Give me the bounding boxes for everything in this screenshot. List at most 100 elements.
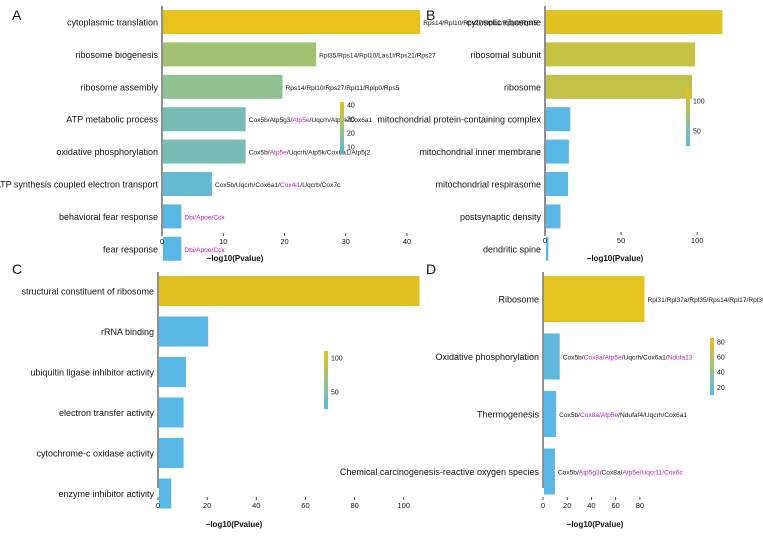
panel-a-bar (163, 42, 317, 67)
panel-a-x-tick-label: 10 (219, 237, 227, 246)
panel-a-category-label: behavioral fear response (59, 212, 158, 222)
panel-c-bar (159, 357, 187, 387)
panel-a-category-label: ATP metabolic process (66, 115, 158, 125)
panel-b-bar (546, 236, 549, 261)
panel-b-category-label: postsynaptic density (460, 212, 542, 222)
panel-c-category-label: cytochrome-c oxidase activity (36, 449, 154, 459)
panel-b-colorbar (686, 89, 690, 146)
panel-a-x-tick-label: 20 (280, 237, 288, 246)
panel-d-colorbar-tick: 60 (717, 355, 725, 362)
panel-d-bar (544, 276, 645, 322)
panel-a-category-label: ATP synthesis coupled electron transport (0, 180, 158, 190)
panel-c-category-label: structural constituent of ribosome (21, 287, 154, 297)
panel-d-category-label: Thermogenesis (477, 410, 540, 420)
panel-a-gene-label: Rpl35/Rps14/Rpl10/Las1l/Rps21/Rps27 (319, 52, 436, 59)
panel-a-colorbar-tick: 20 (347, 130, 355, 137)
panel-b-category-label: mitochondrial respirasome (435, 180, 541, 190)
panel-a-colorbar-tick: 30 (347, 116, 355, 123)
panel-c-category-label: enzyme inhibitor activity (58, 489, 154, 499)
panel-a-gene-label: Rps14/Rpl10/Rps27/Rpl11/Rplp0/Rps5 (423, 20, 537, 27)
panel-b-bar (546, 74, 693, 99)
panel-d-x-tick-label: 80 (636, 501, 644, 510)
panel-b-bar (546, 204, 561, 229)
panel-a-category-label: ribosome assembly (80, 82, 158, 92)
panel-d-colorbar-tick: 40 (717, 370, 725, 377)
panel-b-x-axis-label: −log10(Pvalue) (587, 254, 644, 263)
panel-d-x-tick-label: 60 (611, 501, 619, 510)
panel-b-x-tick-label: 100 (691, 236, 704, 245)
panel-c-x-tick-label: 40 (252, 501, 260, 510)
panel-b-colorbar-tick: 100 (693, 99, 705, 106)
panel-d-x-tick-label: 40 (587, 501, 595, 510)
panel-a-category-label: oxidative phosphorylation (56, 147, 158, 157)
panel-c-colorbar (324, 351, 328, 409)
panel-d-bar (544, 333, 560, 380)
panel-b-x-tick-label: 0 (543, 236, 547, 245)
panel-a-bar (163, 107, 246, 132)
panel-a-gene-label: Cox5b/Atp5e/Uqcrh/Atp5k/Cox6a1/Atp5j2 (249, 150, 371, 157)
panel-b-category-label: ribosome (504, 82, 541, 92)
panel-a-category-label: fear response (103, 244, 158, 254)
panel-d-x-axis-label: −log10(Pvalue) (567, 520, 624, 529)
panel-a-bar (163, 172, 212, 196)
panel-a-colorbar-tick: 40 (347, 102, 355, 109)
panel-b-x-tick-label: 50 (617, 236, 625, 245)
panel-d-colorbar (710, 338, 714, 395)
panel-a-bar (163, 74, 283, 99)
panel-d-x-tick-label: 20 (563, 501, 571, 510)
panel-c: C structural constituent of ribosome rRNA… (12, 261, 420, 529)
panel-b-category-label: cytosolic ribosome (467, 18, 541, 28)
panel-a-letter: A (12, 7, 22, 23)
panel-d-x-tick-label: 0 (541, 501, 545, 510)
panel-a-x-tick-label: 0 (160, 237, 164, 246)
panel-a-bar (163, 139, 246, 164)
panel-a-x-axis-label: −log10(Pvalue) (207, 254, 264, 263)
panel-c-category-label: rRNA binding (101, 327, 154, 337)
panel-b-letter: B (426, 7, 435, 23)
panel-c-letter: C (12, 261, 22, 277)
panel-b-bar (546, 107, 571, 132)
panel-c-plot: structural constituent of ribosome rRNA b… (21, 272, 420, 529)
panel-d-category-label: Oxidative phosphorylation (435, 352, 539, 362)
panel-a-x-tick-label: 40 (403, 237, 411, 246)
panel-c-category-label: electron transfer activity (59, 408, 155, 418)
panel-b: B cytosolic ribosome ribosomal subunit rib… (377, 6, 723, 263)
panel-b-bar (546, 42, 696, 67)
panel-a-bar (163, 236, 182, 261)
panel-b-bar (546, 10, 723, 34)
panel-b-plot: cytosolic ribosome ribosomal subunit ribos… (377, 6, 723, 263)
panel-c-x-tick-label: 100 (398, 501, 411, 510)
panel-c-x-tick-label: 0 (156, 501, 160, 510)
panel-d-colorbar-tick: 80 (717, 339, 725, 346)
panel-d-gene-label: Cox5b/Atp5g3/Cox8a/Atp5e/Uqcr11/Cox6c (558, 470, 684, 477)
panel-c-bar (159, 276, 420, 306)
panel-c-category-label: ubiquitin ligase inhibitor activity (30, 368, 154, 378)
panel-a-x-tick-label: 30 (342, 237, 350, 246)
panel-d-gene-label: Rpl31/Rpl37a/Rpl35/Rps14/Rpl17/Rpl39 (648, 297, 763, 304)
panel-d-plot: Ribosome Rpl31/Rpl37a/Rpl35/Rps14/Rpl17/R… (340, 272, 763, 529)
panel-d-letter: D (426, 261, 436, 277)
panel-b-category-label: dendritic spine (483, 244, 541, 254)
panel-d-bar (544, 448, 555, 495)
panel-d-colorbar-tick: 20 (717, 385, 725, 392)
panel-c-bar (159, 438, 184, 468)
panel-a-gene-label: Dbi/Apoe/Cck (184, 214, 225, 221)
panel-a-category-label: cytoplasmic translation (67, 18, 158, 28)
panel-c-x-tick-label: 80 (350, 501, 358, 510)
panel-a-colorbar-tick: 10 (347, 144, 355, 151)
panel-a-gene-label: Cox5b/Uqcrh/Cox6a1/Cox4i1/Uqcrb/Cox7c (215, 182, 341, 189)
panel-a-gene-label: Rps14/Rpl10/Rps27/Rpl11/Rplp0/Rps5 (285, 85, 399, 92)
panel-d-category-label: Ribosome (498, 295, 539, 305)
panel-b-colorbar-tick: 50 (693, 129, 701, 136)
panel-d: D Ribosome Rpl31/Rpl37a/Rpl35/Rps14/Rpl17… (340, 261, 763, 529)
panel-c-colorbar-tick: 100 (331, 355, 343, 362)
panel-d-category-label: Chemical carcinogenesis-reactive oxygen … (340, 467, 540, 477)
panel-b-category-label: ribosomal subunit (470, 50, 541, 60)
panel-a-gene-label: Dbi/Apoe/Cck (184, 247, 225, 254)
panel-b-bar (546, 172, 569, 196)
panel-c-bar (159, 397, 184, 428)
panel-d-bar (544, 391, 557, 437)
